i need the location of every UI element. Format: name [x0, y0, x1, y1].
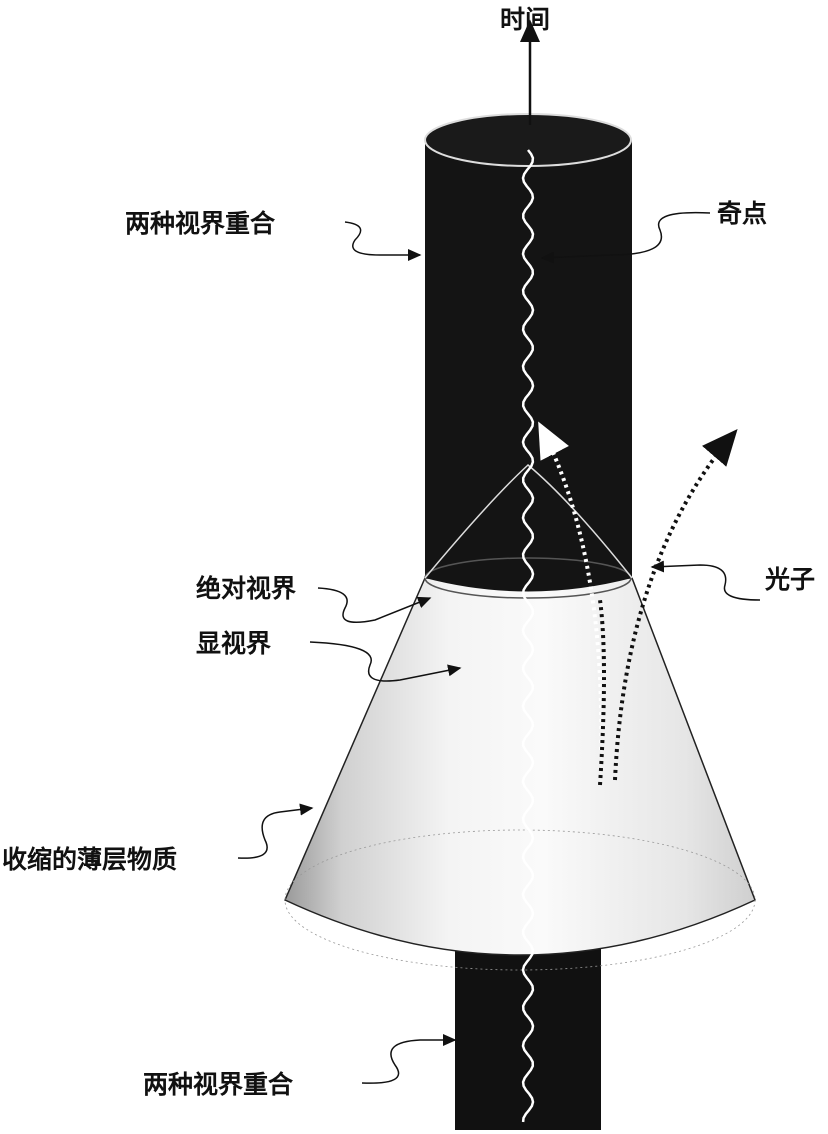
absolute-horizon-curve	[424, 464, 633, 579]
leader-singularity	[540, 211, 711, 264]
upper-cylinder-top	[424, 113, 632, 167]
label-singularity: 奇点	[717, 199, 767, 228]
photon-path-inner-outside	[598, 599, 606, 786]
label-absolute-horizon: 绝对视界	[196, 574, 296, 603]
label-time: 时间	[500, 5, 550, 34]
leader-absolute-horizon	[317, 587, 432, 623]
collapsing-shell-cone	[284, 577, 756, 956]
label-horizons-coincide-bottom: 两种视界重合	[143, 1070, 294, 1099]
leader-collapsing-shell	[237, 803, 314, 859]
leader-photon	[650, 560, 761, 601]
lower-cylinder	[455, 930, 601, 1130]
label-photon: 光子	[764, 565, 815, 594]
photon-path-outer	[613, 428, 738, 781]
upper-cylinder	[425, 140, 632, 592]
leader-horizons-bottom	[361, 1034, 457, 1084]
singularity-worldline	[521, 149, 535, 1123]
leader-apparent-horizon	[309, 641, 462, 682]
label-horizons-coincide-top: 两种视界重合	[125, 209, 276, 238]
cone-base-edge	[284, 829, 756, 971]
label-apparent-horizon: 显视界	[196, 629, 271, 658]
leader-horizons-top	[344, 221, 422, 261]
label-collapsing-shell: 收缩的薄层物质	[2, 845, 177, 874]
